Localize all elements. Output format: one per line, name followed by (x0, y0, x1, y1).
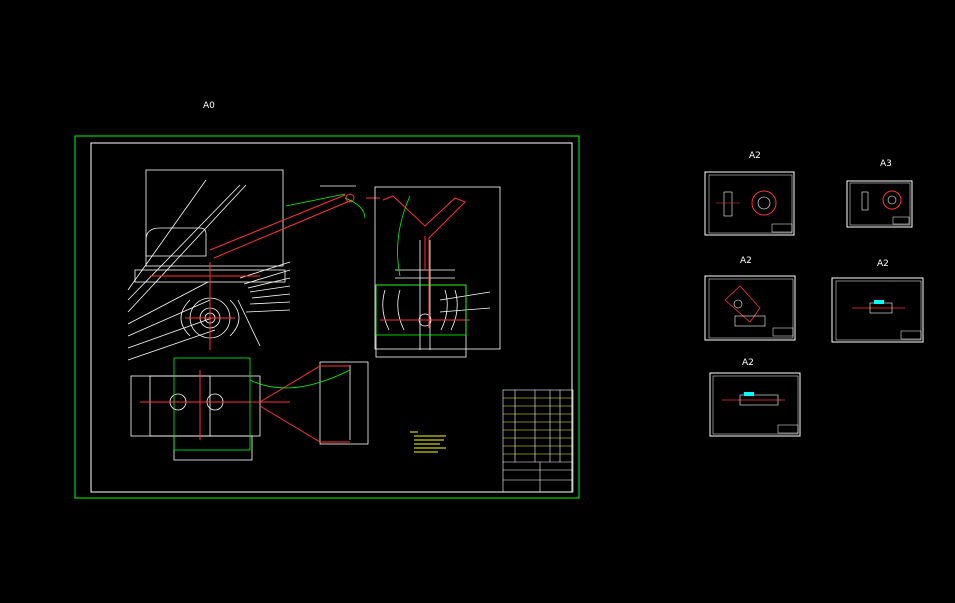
front-view-green-lines (375, 195, 467, 336)
sheet-label-thumb5: A2 (742, 358, 754, 368)
sheet-thumb-4[interactable] (831, 277, 924, 343)
sheet-thumb-3[interactable] (704, 275, 796, 341)
sheet-thumb-5[interactable] (709, 372, 801, 437)
sheet-thumb-1[interactable] (704, 171, 795, 236)
side-elevation-red-lines (150, 193, 380, 350)
plan-view-red-lines (140, 365, 350, 443)
technical-notes (410, 431, 446, 453)
side-elevation-view (127, 169, 356, 361)
side-elevation-green-lines (285, 193, 366, 219)
sheet-label-thumb4: A2 (877, 259, 889, 269)
sheet-label-thumb3: A2 (740, 256, 752, 266)
sheet-thumb-2[interactable] (846, 180, 913, 228)
sheet-label-thumb2: A3 (880, 159, 892, 169)
plan-view (130, 361, 369, 461)
front-view (374, 186, 501, 358)
sheet-label-a0: A0 (203, 101, 215, 111)
sheet-label-thumb1: A2 (749, 151, 761, 161)
front-view-red-lines (380, 195, 470, 328)
plan-view-green-lines (173, 357, 351, 451)
sheet-a0[interactable] (74, 135, 580, 499)
title-block (502, 389, 574, 493)
